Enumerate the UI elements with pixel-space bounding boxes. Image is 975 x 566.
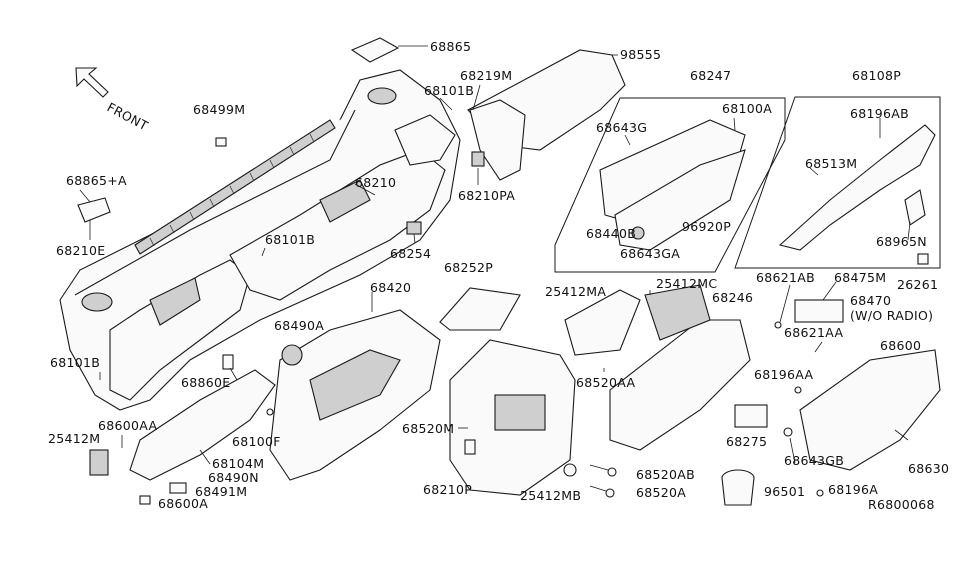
group-box-68247 <box>554 97 786 273</box>
callout-68600A: 68600A <box>158 496 208 511</box>
callout-68490N: 68490N <box>208 470 259 485</box>
callout-68219M: 68219M <box>460 68 512 83</box>
callout-68101B-mid: 68101B <box>265 232 315 247</box>
part-68475M-bracket <box>794 299 844 323</box>
callout-68246: 68246 <box>712 290 753 305</box>
callout-68108P: 68108P <box>852 68 901 83</box>
part-68254-clip <box>406 221 422 235</box>
callout-68247: 68247 <box>690 68 731 83</box>
callout-68520M: 68520M <box>402 421 454 436</box>
part-25412MA-panel <box>564 289 641 356</box>
callout-68860E: 68860E <box>181 375 230 390</box>
part-68219M-bracket <box>469 99 526 181</box>
part-68490A-knob <box>281 344 303 366</box>
callout-26261: 26261 <box>897 277 938 292</box>
callout-68643GA: 68643GA <box>620 246 680 261</box>
callout-96501: 96501 <box>764 484 805 499</box>
callout-68420: 68420 <box>370 280 411 295</box>
callout-68252P: 68252P <box>444 260 493 275</box>
screw-icons <box>266 321 824 498</box>
callout-68491M: 68491M <box>195 484 247 499</box>
front-label: FRONT <box>105 99 151 133</box>
callout-25412M: 25412M <box>48 431 100 446</box>
callout-68600: 68600 <box>880 338 921 353</box>
part-68104M-finisher <box>129 369 276 481</box>
leader-lines <box>79 45 911 465</box>
callout-68101B-left: 68101B <box>50 355 100 370</box>
callout-68865A: 68865+A <box>66 173 127 188</box>
callout-68196AB: 68196AB <box>850 106 909 121</box>
part-68252P-tray <box>439 287 521 331</box>
callout-25412MA: 25412MA <box>545 284 606 299</box>
callout-68100F: 68100F <box>232 434 281 449</box>
callout-68520AA: 68520AA <box>576 375 635 390</box>
part-68865A-cover <box>77 197 111 223</box>
callout-68196AA: 68196AA <box>754 367 813 382</box>
part-68210PA-clip <box>471 151 485 167</box>
callout-68210: 68210 <box>355 175 396 190</box>
callout-68440B: 68440B <box>586 226 636 241</box>
callout-25412MC: 25412MC <box>656 276 717 291</box>
callout-68621AB: 68621AB <box>756 270 815 285</box>
callout-68254: 68254 <box>390 246 431 261</box>
callout-68104M: 68104M <box>212 456 264 471</box>
part-68865-cover <box>350 37 400 63</box>
part-68600-glovebox <box>799 349 941 471</box>
part-68499M-clip <box>215 137 227 147</box>
callout-68865: 68865 <box>430 39 471 54</box>
diagram-id: R6800068 <box>868 497 935 512</box>
callout-68965N: 68965N <box>876 234 927 249</box>
callout-68643G: 68643G <box>596 120 647 135</box>
group-box-68108P <box>734 96 941 269</box>
callout-68470: 68470 <box>850 293 891 308</box>
part-96501-cup-holder <box>721 469 755 506</box>
callout-68210PA: 68210PA <box>458 188 515 203</box>
callout-labels: 68865 98555 68219M 68101B 68499M 68865+A… <box>48 39 949 512</box>
callout-68470-note: (W/O RADIO) <box>850 308 933 323</box>
callout-68520A: 68520A <box>636 485 686 500</box>
callout-68499M: 68499M <box>193 102 245 117</box>
part-68108P-bracket <box>778 124 936 251</box>
callout-68621AA: 68621AA <box>784 325 843 340</box>
callout-68101B-top: 68101B <box>424 83 474 98</box>
callout-68100A: 68100A <box>722 101 772 116</box>
callout-68210P: 68210P <box>423 482 472 497</box>
callout-98555: 98555 <box>620 47 661 62</box>
callout-68643GB: 68643GB <box>784 453 844 468</box>
callout-68275: 68275 <box>726 434 767 449</box>
callout-68600AA: 68600AA <box>98 418 157 433</box>
callout-68475M: 68475M <box>834 270 886 285</box>
callout-96920P: 96920P <box>682 219 731 234</box>
callout-25412MB: 25412MB <box>520 488 581 503</box>
callout-68210E: 68210E <box>56 243 105 258</box>
part-68275-pocket <box>734 404 768 428</box>
callout-68490A: 68490A <box>274 318 324 333</box>
callout-68520AB: 68520AB <box>636 467 695 482</box>
callout-68630: 68630 <box>908 461 949 476</box>
callout-68513M: 68513M <box>805 156 857 171</box>
part-68860E-clip <box>222 354 234 370</box>
instrument-panel-body <box>59 69 461 411</box>
callout-68196A: 68196A <box>828 482 878 497</box>
front-arrow-icon <box>75 67 109 98</box>
